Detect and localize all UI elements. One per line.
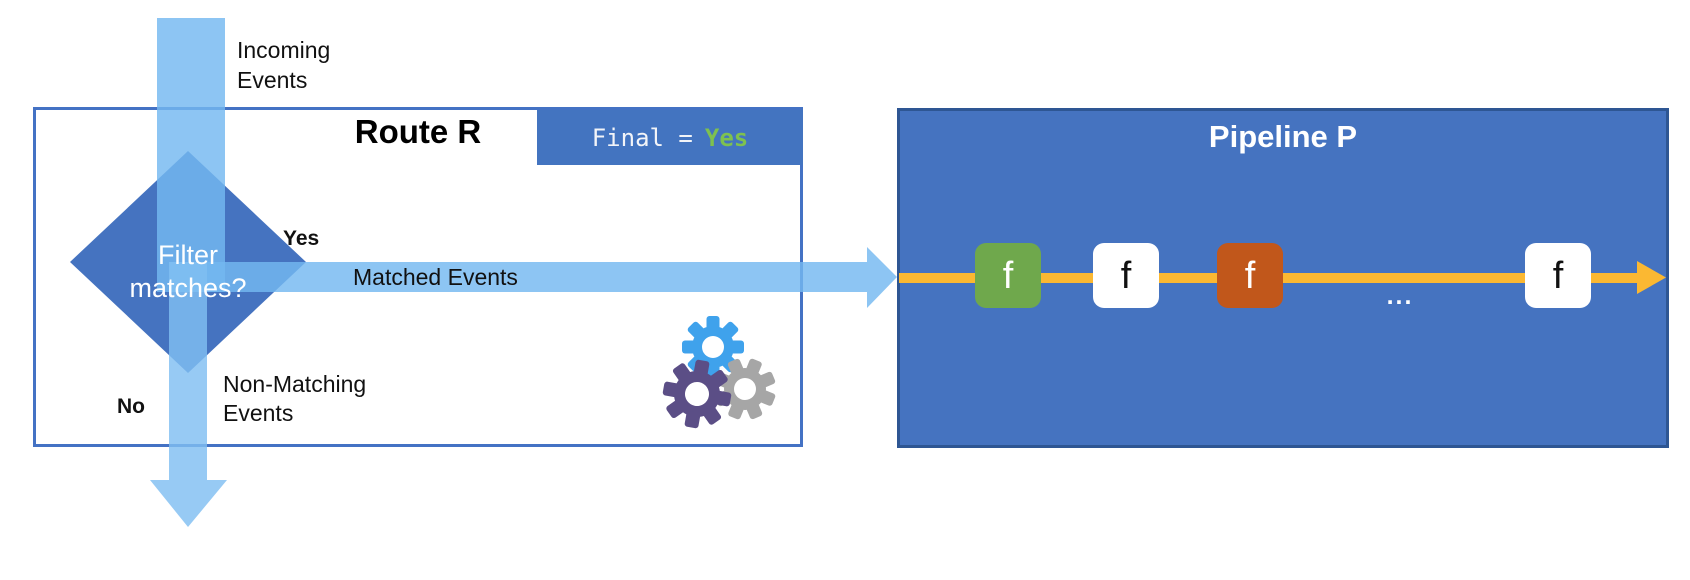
purple-gear-icon [662,359,732,429]
function-block-1: f [975,243,1041,308]
non-matching-events-arrow [150,262,227,527]
incoming-events-label: Incoming Events [237,37,331,93]
function-block-label: f [1552,254,1564,297]
gear-cluster-icon [662,316,776,429]
matched-events-label: Matched Events [353,264,518,290]
final-badge: Final = Yes [537,110,803,165]
matched-events-arrow [170,247,897,308]
final-badge-label: Final = [591,123,693,152]
non-matching-events-label: Non-Matching Events [223,371,367,426]
route-title: Route R [354,113,482,150]
yes-label: Yes [283,227,320,250]
no-label: No [117,395,145,418]
incoming-events-arrow [157,18,225,292]
function-block-3: f [1217,243,1283,308]
function-block-4: f [1525,243,1591,308]
final-badge-value: Yes [704,123,749,152]
pipeline-ellipsis: ... [1386,282,1414,310]
pipeline-title: Pipeline P [1208,119,1358,154]
function-block-label: f [1002,254,1014,297]
function-block-label: f [1120,254,1132,297]
function-block-label: f [1244,254,1256,297]
filter-diamond-label: Filter matches? [129,240,247,303]
function-block-2: f [1093,243,1159,308]
